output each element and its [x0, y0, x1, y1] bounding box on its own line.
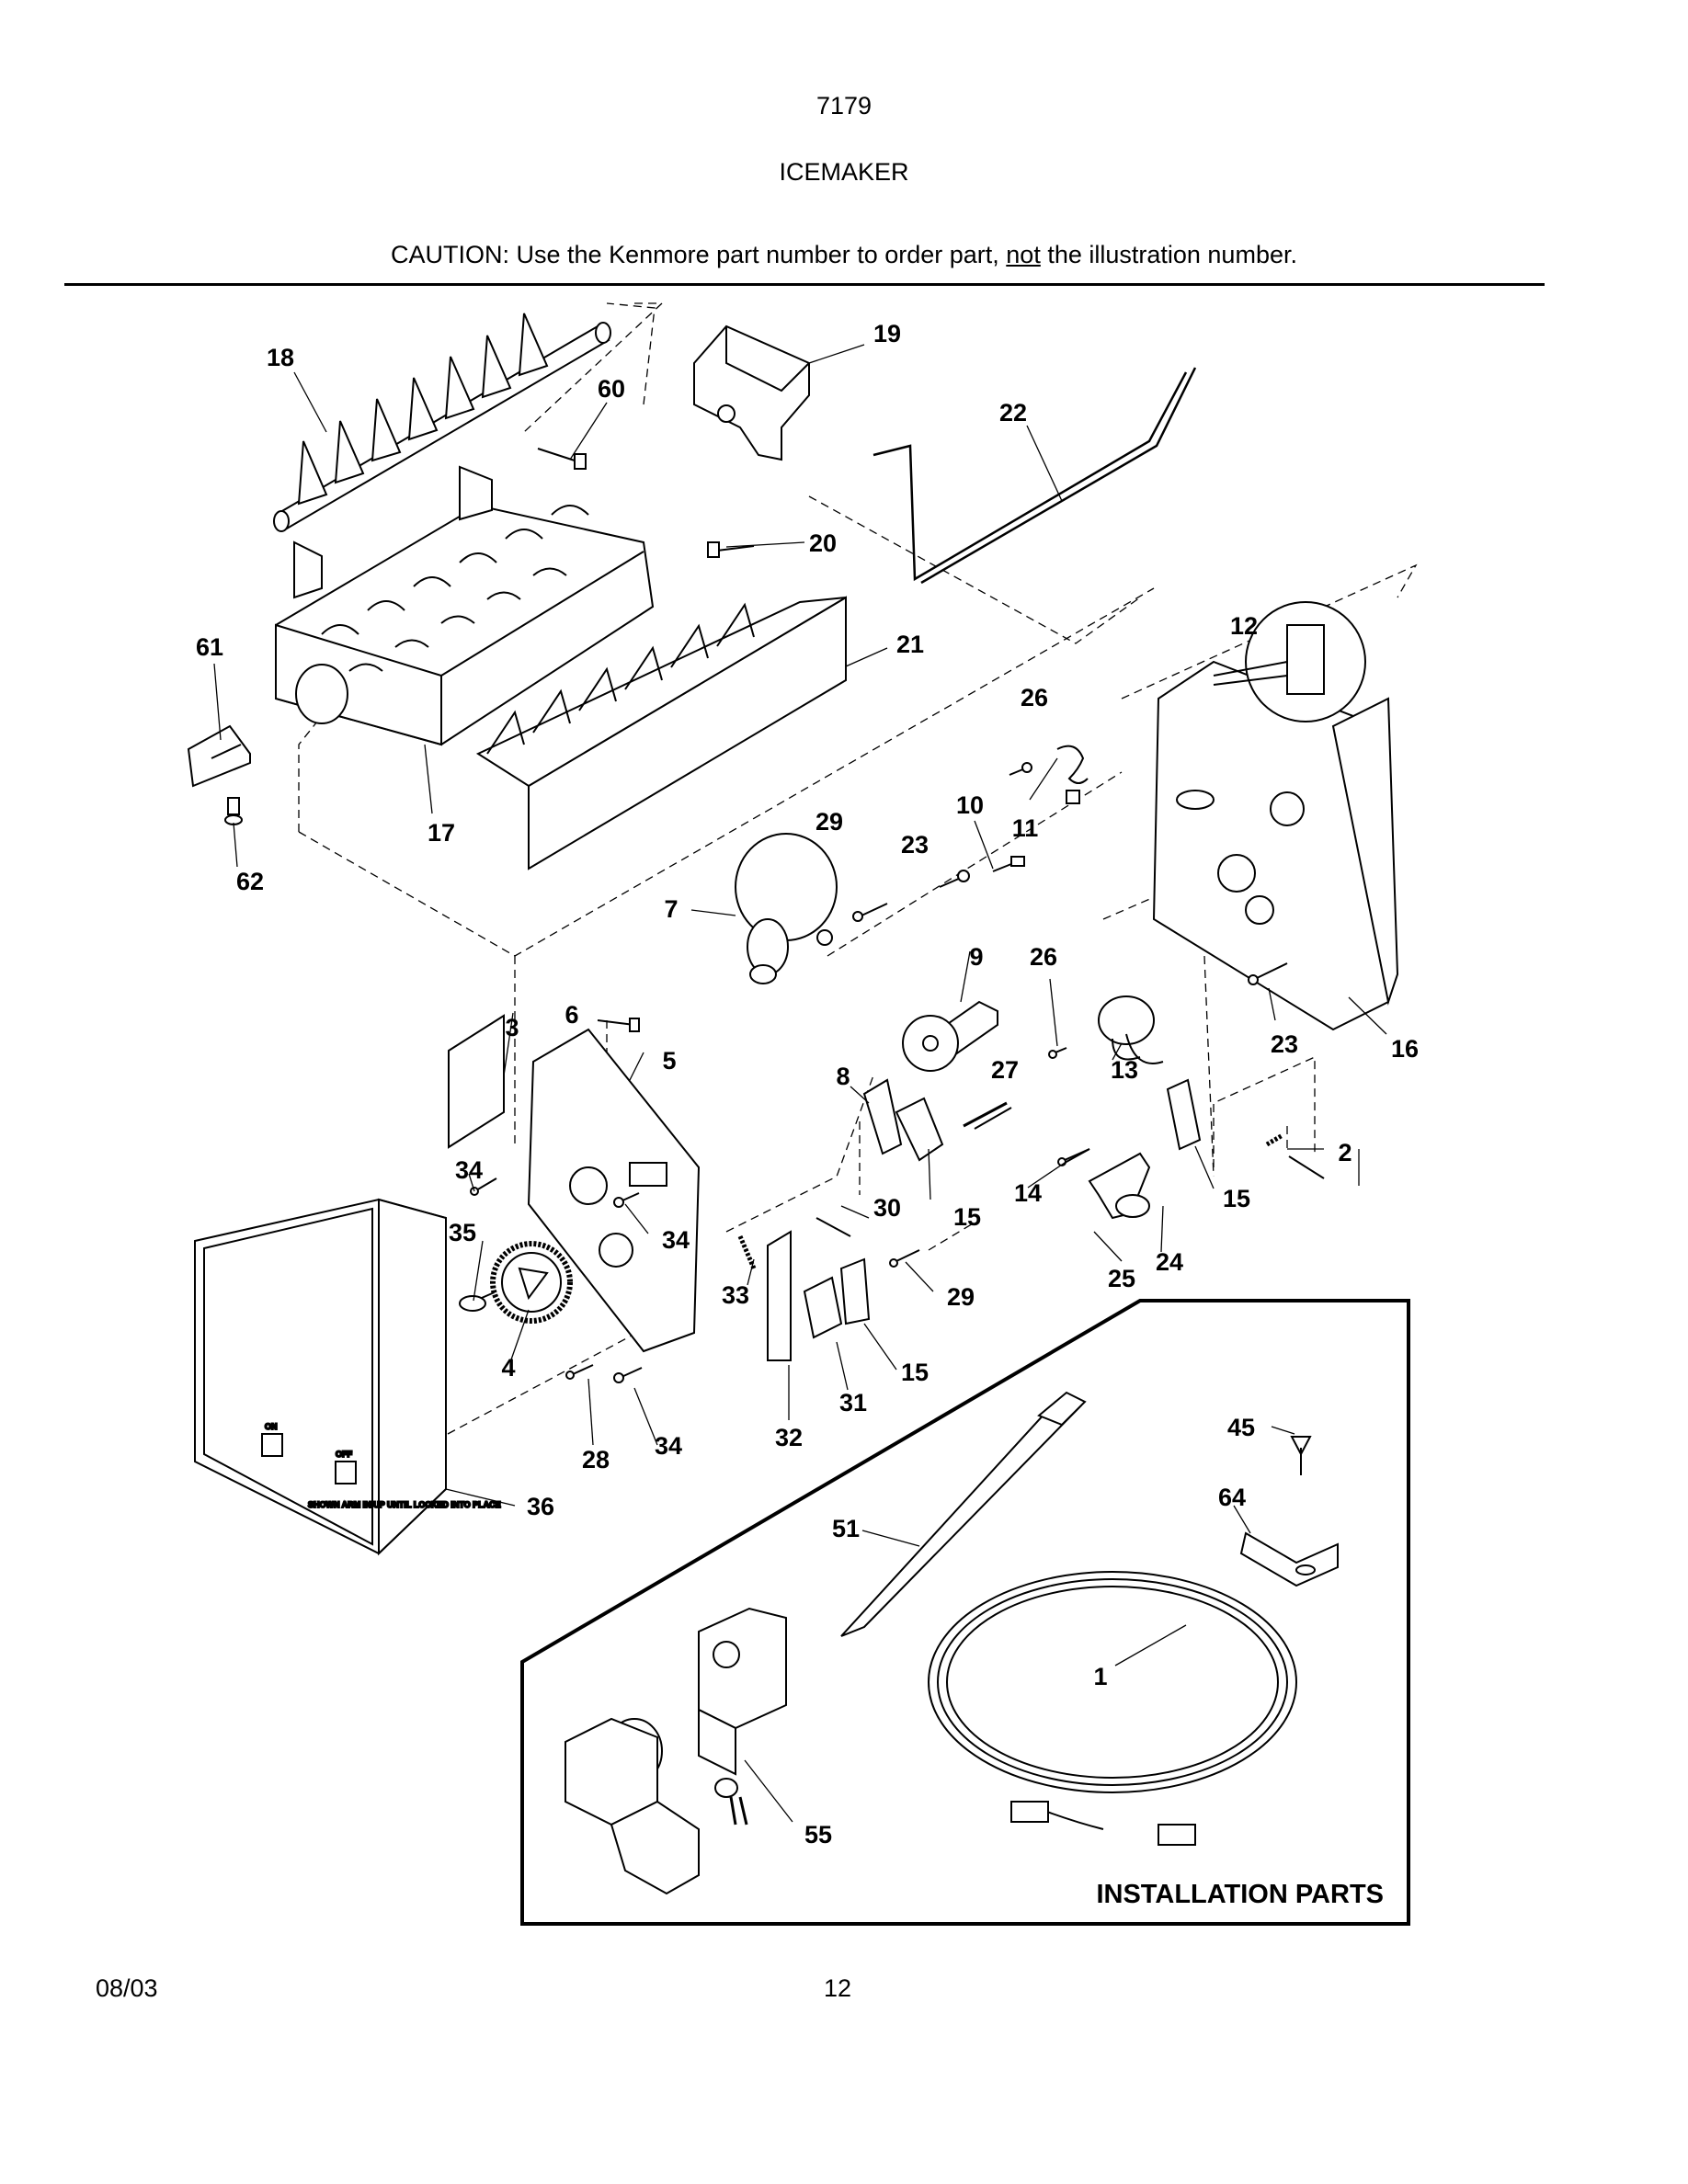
stripper-part	[475, 596, 847, 870]
off-label: OFF	[336, 1450, 352, 1459]
callout-5: 5	[662, 1047, 676, 1075]
callout-10: 10	[956, 791, 984, 819]
callout-12: 12	[1230, 612, 1258, 640]
screw-part-62	[224, 797, 243, 825]
callout-45: 45	[1227, 1414, 1255, 1441]
callout-30: 30	[873, 1194, 901, 1222]
callout-18: 18	[267, 344, 294, 371]
callout-21: 21	[896, 631, 924, 658]
callout-24: 24	[1156, 1248, 1183, 1276]
caution-emphasis: not	[1006, 241, 1041, 268]
callout-17: 17	[428, 819, 455, 847]
callout-6: 6	[565, 1001, 578, 1029]
mold-cover-part	[693, 324, 810, 461]
thermostat-part	[902, 1000, 998, 1072]
callout-8: 8	[836, 1063, 850, 1090]
callout-61: 61	[196, 633, 223, 661]
callout-3: 3	[505, 1014, 519, 1041]
callout-35: 35	[449, 1219, 476, 1246]
installation-parts-title: INSTALLATION PARTS	[1096, 1880, 1384, 1909]
switch-assembly-parts	[737, 1078, 1325, 1361]
control-cover-part: ON OFF SHOWN ARM IN UP UNTIL LOCKED INTO…	[194, 1198, 502, 1556]
caution-suffix: the illustration number.	[1040, 241, 1297, 268]
callout-27: 27	[991, 1056, 1019, 1084]
callout-11: 11	[1012, 814, 1039, 842]
water-line-part	[928, 1571, 1297, 1846]
callout-51: 51	[832, 1515, 860, 1542]
fill-tube-part	[840, 1391, 1087, 1637]
callout-19: 19	[873, 320, 901, 347]
callout-31: 31	[839, 1389, 867, 1416]
callout-29-lower: 29	[947, 1283, 975, 1311]
switch-note-label: SHOWN ARM IN UP UNTIL LOCKED INTO PLACE	[308, 1500, 501, 1509]
page-title: ICEMAKER	[779, 158, 909, 186]
icemaker-housing-part	[1152, 601, 1399, 1031]
bracket-part-61	[187, 724, 251, 788]
timing-motor-part	[735, 833, 838, 984]
callout-25: 25	[1108, 1265, 1135, 1292]
callout-32: 32	[775, 1424, 803, 1451]
callout-15-lower: 15	[901, 1359, 929, 1386]
callout-29-upper: 29	[815, 808, 843, 836]
off-switch-indicator	[335, 1461, 357, 1484]
callout-20: 20	[809, 529, 837, 557]
callout-26-upper: 26	[1021, 684, 1048, 711]
callout-15-middle: 15	[953, 1203, 981, 1231]
clamp-screw-part	[1239, 1436, 1339, 1587]
callout-34-left: 34	[455, 1156, 483, 1184]
callout-34-lower: 34	[655, 1432, 682, 1460]
callout-9: 9	[969, 943, 983, 971]
callout-labels: 18 60 19 22 20 61 21 12 26 17 62 29 10 1…	[196, 320, 1419, 1848]
callout-28: 28	[582, 1446, 610, 1473]
callout-22: 22	[999, 399, 1027, 427]
callout-64: 64	[1218, 1484, 1246, 1511]
callout-33: 33	[722, 1281, 749, 1309]
callout-26-lower: 26	[1030, 943, 1057, 971]
gear-part	[490, 1241, 573, 1324]
shutoff-arm-part	[873, 367, 1197, 585]
callout-leaders	[213, 344, 1387, 1823]
on-switch-indicator	[261, 1433, 283, 1457]
mounting-plate-part	[448, 1014, 701, 1353]
on-label: ON	[265, 1422, 278, 1431]
footer-page-number: 12	[824, 1974, 852, 2002]
callout-60: 60	[598, 375, 625, 403]
installation-parts-box: INSTALLATION PARTS	[520, 1299, 1410, 1926]
callout-36: 36	[527, 1493, 554, 1520]
water-valve-part	[565, 1607, 787, 1895]
header-rule	[64, 283, 1545, 286]
callout-55: 55	[804, 1821, 832, 1848]
caution-note: CAUTION: Use the Kenmore part number to …	[0, 241, 1688, 269]
solenoid-part	[1098, 995, 1164, 1064]
callout-4: 4	[501, 1354, 515, 1382]
callout-15-right: 15	[1223, 1185, 1250, 1212]
footer-date: 08/03	[96, 1974, 158, 2002]
small-hardware	[815, 745, 1288, 1268]
model-number: 7179	[815, 92, 873, 119]
callout-23-lower: 23	[1271, 1030, 1298, 1058]
callout-13: 13	[1111, 1056, 1138, 1084]
callout-62: 62	[236, 868, 264, 895]
callout-14: 14	[1014, 1179, 1042, 1207]
mold-screw-60	[537, 448, 587, 470]
callout-16: 16	[1391, 1035, 1419, 1063]
callout-34-middle: 34	[662, 1226, 690, 1254]
callout-23-upper: 23	[901, 831, 929, 859]
ice-mold-part	[275, 465, 655, 746]
callout-2: 2	[1338, 1139, 1352, 1166]
caution-prefix: CAUTION: Use the Kenmore part number to …	[391, 241, 1007, 268]
callout-1: 1	[1093, 1663, 1107, 1690]
callout-7: 7	[664, 895, 678, 923]
ejector-blade-part	[273, 313, 611, 532]
mold-screw-20	[707, 541, 755, 558]
